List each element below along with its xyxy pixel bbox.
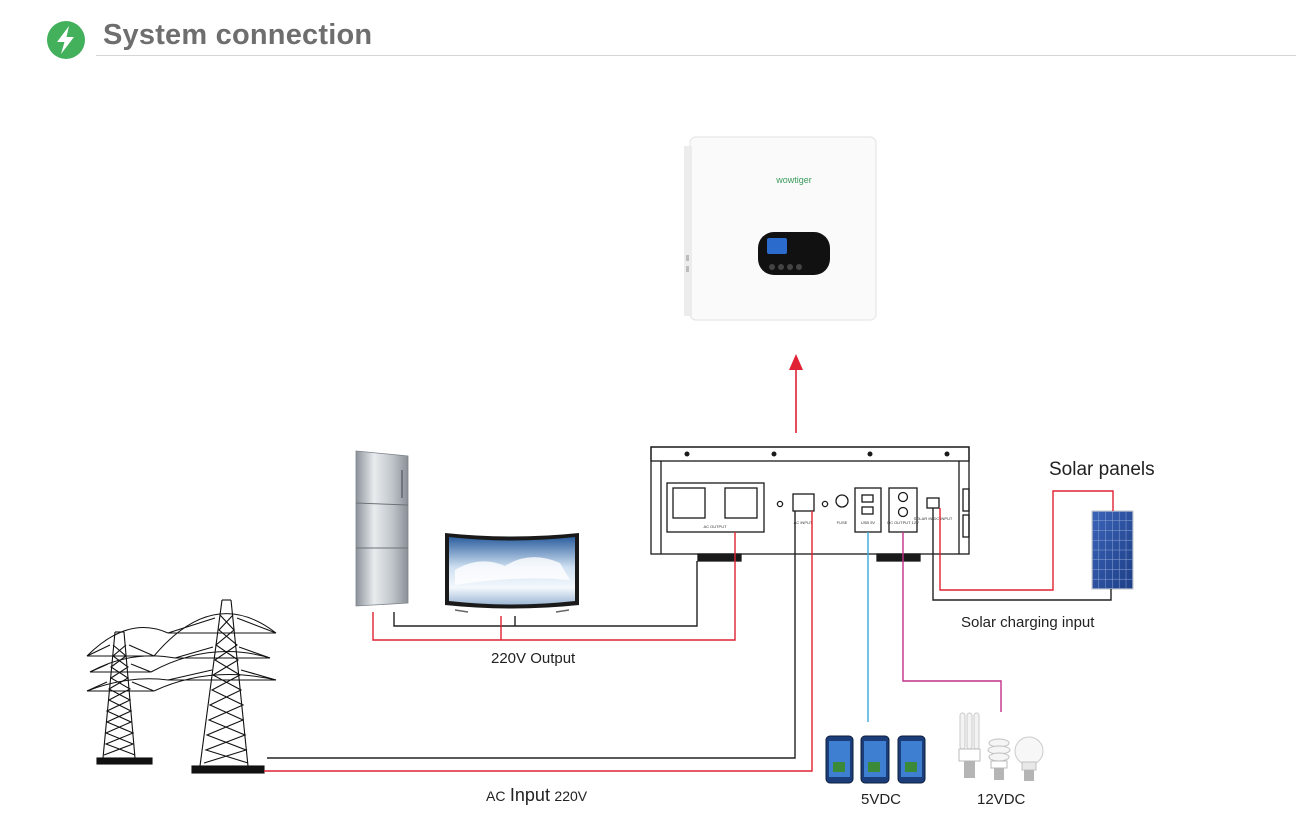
- header: System connection: [0, 0, 1297, 70]
- solar-charging-input-label: Solar charging input: [961, 614, 1095, 631]
- fuse-label: FUSE: [837, 520, 848, 525]
- left-tower: [86, 631, 155, 765]
- ac-output-negative-wire: [393, 561, 698, 627]
- refrigerator: [355, 450, 409, 607]
- header-divider: [96, 55, 1296, 56]
- ac-output-port-label: AC OUTPUT: [703, 524, 727, 529]
- cfl-bulb: [958, 712, 981, 778]
- solar-positive-wire: [939, 490, 1114, 591]
- solar-negative-wire: [932, 508, 1112, 601]
- ac-input-word: Input: [509, 785, 550, 805]
- inverter-brand: wowtiger: [775, 175, 812, 185]
- dc-output-port-label: DC OUTPUT 12V: [887, 520, 919, 525]
- ac-input-label: AC Input 220V: [486, 785, 587, 806]
- light-bulbs: [958, 712, 1044, 781]
- ac-input-prefix: AC: [486, 788, 506, 804]
- ac-output-label: 220V Output: [491, 650, 576, 667]
- ac-input-positive-wire: [264, 511, 813, 772]
- usb-port-label: USB 5V: [861, 520, 876, 525]
- television: [445, 533, 579, 613]
- ac-input-negative-wire: [267, 511, 796, 759]
- inverter: wowtiger: [684, 136, 877, 321]
- led-bulb: [1014, 736, 1044, 781]
- solar-panel: [1091, 510, 1134, 590]
- power-towers: [86, 599, 277, 774]
- spiral-bulb: [987, 738, 1011, 780]
- solar-panels-label: Solar panels: [1049, 459, 1155, 480]
- phones: [825, 735, 926, 784]
- vdc5-label: 5VDC: [861, 791, 902, 808]
- ac-output-positive-wire: [372, 532, 736, 641]
- page-title: System connection: [103, 19, 373, 51]
- vdc12-label: 12VDC: [977, 791, 1026, 808]
- dc12-wire: [902, 532, 1002, 712]
- wires: [264, 490, 1114, 772]
- battery-unit: [650, 446, 970, 562]
- arrow-up-icon: [789, 354, 803, 370]
- right-tower: [167, 599, 277, 774]
- ac-input-suffix: 220V: [554, 788, 588, 804]
- lightning-icon: [47, 21, 85, 59]
- ac-input-port-label: AC INPUT: [794, 520, 813, 525]
